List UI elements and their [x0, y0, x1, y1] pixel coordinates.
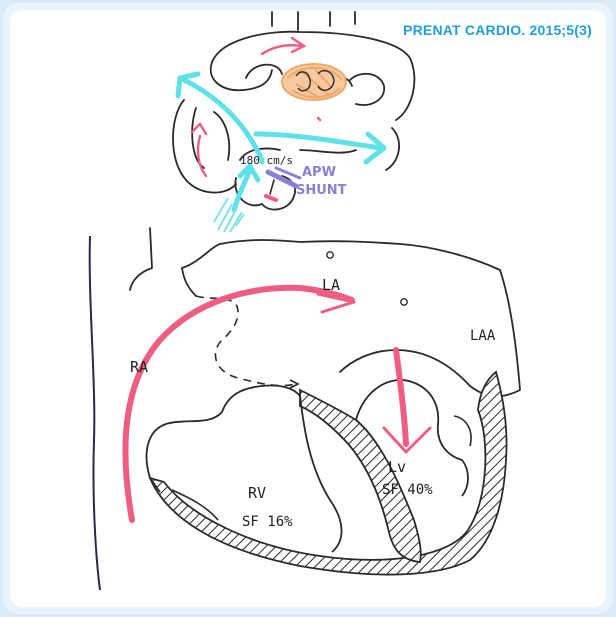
lv-sf-label: SF 40% — [382, 482, 433, 498]
orange-valve — [282, 64, 346, 100]
rv-sf-label: SF 16% — [242, 514, 293, 530]
journal-citation: PRENAT CARDIO. 2015;5(3) — [403, 22, 592, 38]
flow-velocity-label: 180 cm/s — [240, 154, 293, 167]
lv-label: Lv — [388, 458, 406, 476]
apw-label: APW — [302, 165, 336, 180]
ra-label: RA — [130, 358, 148, 376]
la-label: LA — [322, 276, 340, 294]
rv-label: RV — [248, 484, 266, 502]
laa-label: LAA — [470, 328, 496, 344]
shunt-label: SHUNT — [296, 183, 347, 198]
